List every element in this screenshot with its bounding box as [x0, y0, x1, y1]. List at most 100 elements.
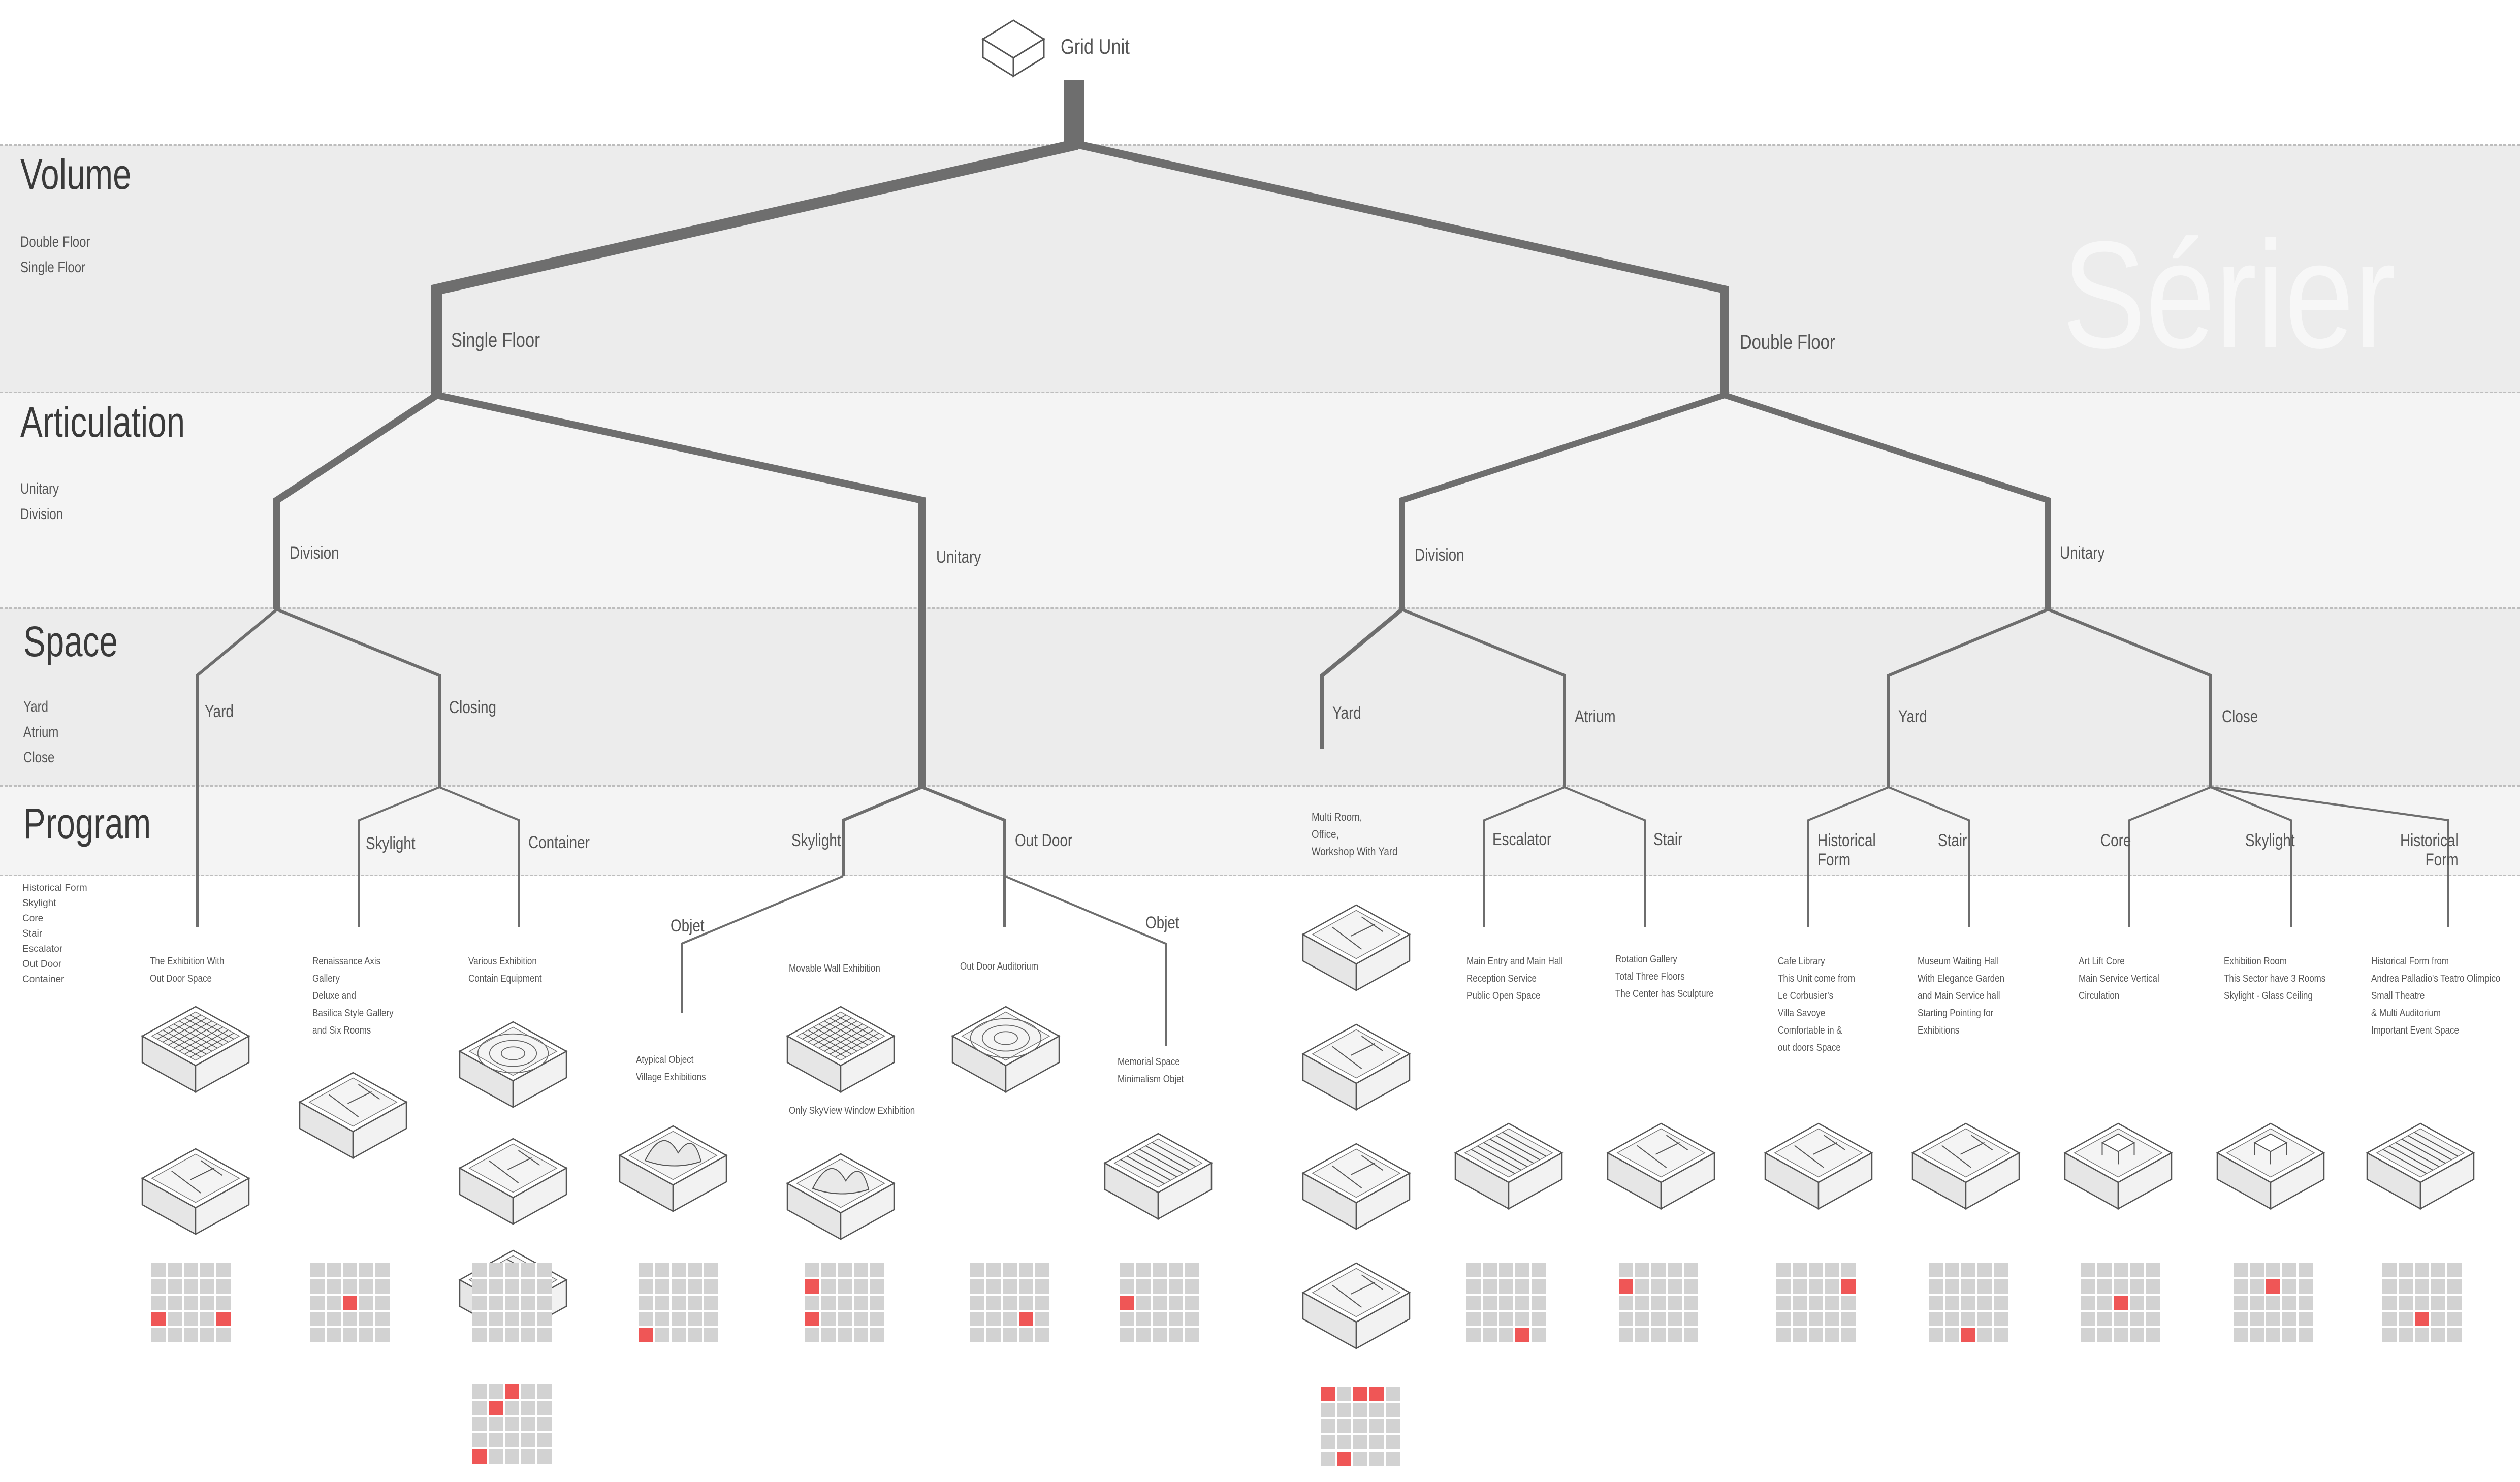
grid-cell	[2130, 1312, 2144, 1326]
grid-cell	[184, 1312, 198, 1326]
trunk	[1064, 80, 1084, 144]
grid-cell	[537, 1449, 552, 1464]
grid-cell	[2382, 1279, 2397, 1294]
branch-skylight-2	[842, 786, 923, 876]
grid-cell	[2130, 1296, 2144, 1310]
branch-unitary-right	[1724, 392, 2051, 609]
branch-close	[2047, 608, 2212, 787]
grid-cell	[1185, 1296, 1199, 1310]
level-item: Double Floor	[20, 234, 90, 250]
grid-cell	[970, 1312, 984, 1326]
grid-cell	[1337, 1403, 1351, 1417]
grid-cell	[2382, 1312, 2397, 1326]
edge-label-single-floor: Single Floor	[451, 329, 540, 351]
grid-cell	[1353, 1403, 1367, 1417]
grid-cell	[505, 1263, 519, 1277]
grid-13	[1929, 1263, 2008, 1342]
grid-cell	[2234, 1328, 2248, 1342]
grid-cell	[672, 1263, 686, 1277]
grid-cell	[1635, 1263, 1649, 1277]
grid-cell	[343, 1312, 357, 1326]
edge-label-objet-2: Objet	[1145, 913, 1179, 932]
grid-cell	[854, 1263, 868, 1277]
escalator-model	[1454, 1122, 1564, 1210]
grid-cell	[688, 1328, 702, 1342]
grid-cell	[1809, 1279, 1823, 1294]
grid-unit-icon	[981, 19, 1045, 78]
grid-cell	[505, 1296, 519, 1310]
grid-cell	[489, 1328, 503, 1342]
branch-historical-form-1	[1807, 786, 1889, 927]
grid-cell	[310, 1279, 325, 1294]
grid-cell	[2114, 1279, 2128, 1294]
branch-objet-2	[1004, 875, 1167, 1046]
edge-label-closing: Closing	[449, 698, 496, 717]
grid-cell	[1003, 1312, 1017, 1326]
grid-cell	[472, 1279, 487, 1294]
description-waiting-hall: Museum Waiting Hall With Elegance Garden…	[1918, 956, 2005, 1036]
grid-cell	[1466, 1279, 1481, 1294]
grid-1	[151, 1263, 231, 1342]
grid-cell	[2250, 1312, 2264, 1326]
grid-cell	[1994, 1279, 2008, 1294]
grid-cell	[472, 1401, 487, 1415]
branch-skylight-1	[358, 786, 440, 927]
edge-label-historical-form-2: Historical Form	[2400, 831, 2459, 869]
grid-cell	[1532, 1312, 1546, 1326]
grid-cell	[184, 1296, 198, 1310]
grid-cell	[1169, 1279, 1183, 1294]
grid-cell	[1994, 1296, 2008, 1310]
grid-cell	[2299, 1263, 2313, 1277]
grid-cell	[1776, 1328, 1791, 1342]
grid-cell	[1684, 1263, 1698, 1277]
description-various-exhibition: Various Exhibition Contain Equipment	[468, 956, 542, 984]
description-lift-core: Art Lift Core Main Service Vertical Circ…	[2079, 956, 2159, 1002]
grid-cell	[1169, 1312, 1183, 1326]
grid-cell	[472, 1312, 487, 1326]
grid-cell	[537, 1384, 552, 1399]
grid-cell	[821, 1328, 836, 1342]
level-item: Escalator	[22, 944, 63, 954]
memorial-objet-model	[1103, 1133, 1213, 1220]
grid-cell	[151, 1296, 166, 1310]
grid-cell	[168, 1312, 182, 1326]
branch-stair-1	[1564, 786, 1646, 927]
grid-cell	[537, 1328, 552, 1342]
grid-cell	[2146, 1296, 2160, 1310]
grid-cell	[1651, 1328, 1666, 1342]
grid-cell	[1929, 1328, 1943, 1342]
grid-cell	[870, 1263, 884, 1277]
grid-cell	[2130, 1328, 2144, 1342]
description-exhibition-room: Exhibition Room This Sector have 3 Rooms…	[2224, 956, 2326, 1002]
grid-cell	[1321, 1419, 1335, 1433]
level-title-volume: Volume	[20, 150, 132, 198]
grid-cell	[2146, 1328, 2160, 1342]
grid-11	[1619, 1263, 1698, 1342]
grid-cell	[2415, 1296, 2429, 1310]
grid-cell	[1003, 1328, 1017, 1342]
edge-label-skylight-2: Skylight	[791, 831, 841, 850]
grid-cell	[854, 1296, 868, 1310]
band-divider	[0, 607, 2520, 609]
grid-cell	[655, 1312, 669, 1326]
branch-double-floor	[1076, 140, 1729, 395]
grid-cell	[1977, 1263, 1992, 1277]
exhibition-skylight-model	[2216, 1122, 2325, 1210]
grid-cell	[838, 1328, 852, 1342]
grid-cell	[472, 1328, 487, 1342]
grid-cell	[1019, 1328, 1033, 1342]
edge-label-close: Close	[2222, 707, 2258, 726]
grid-cell	[168, 1263, 182, 1277]
grid-cell	[2130, 1279, 2144, 1294]
grid-cell	[472, 1384, 487, 1399]
grid-cell	[2114, 1328, 2128, 1342]
grid-cell	[505, 1433, 519, 1447]
grid-cell	[1169, 1296, 1183, 1310]
grid-cell	[1841, 1312, 1856, 1326]
grid-cell	[1019, 1279, 1033, 1294]
grid-cell	[1668, 1328, 1682, 1342]
grid-cell	[216, 1328, 231, 1342]
branch-objet-1	[681, 875, 844, 1013]
grid-4	[472, 1384, 552, 1464]
